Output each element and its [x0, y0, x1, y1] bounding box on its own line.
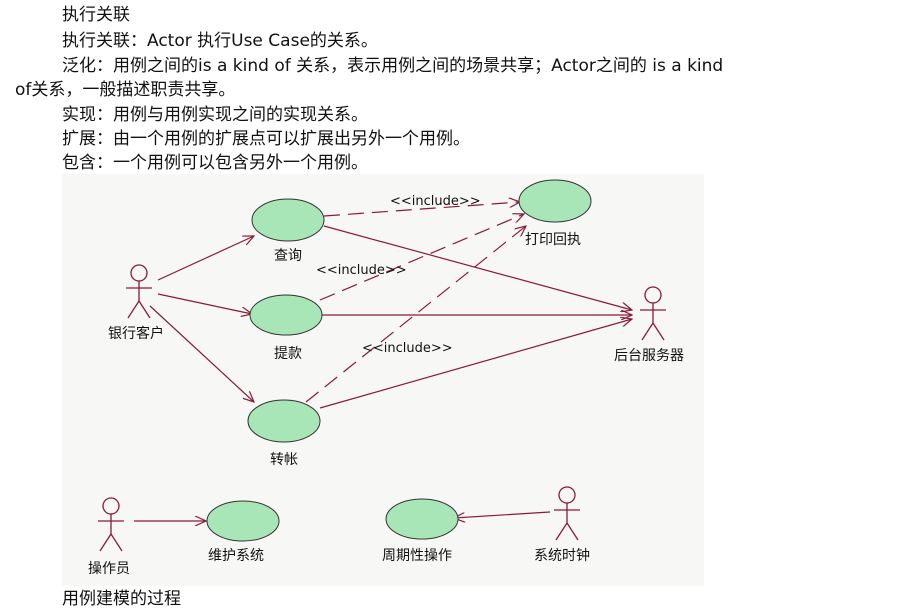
include-query-print [323, 202, 520, 217]
actor-operator [98, 497, 124, 552]
generalization-paragraph-line-1: 泛化：用例之间的is a kind of 关系，表示用例之间的场景共享；Acto… [62, 56, 724, 76]
use-case-print-receipt-label: 打印回执 [525, 231, 581, 248]
actor-system-clock [554, 486, 580, 541]
use-case-diagram: <<include>> <<include>> <<include>> 查询 提… [62, 174, 704, 586]
use-case-maintain-system-label: 维护系统 [208, 548, 264, 564]
use-case-query [251, 198, 325, 242]
assoc-customer-transfer [149, 305, 254, 402]
actor-backend-server [640, 286, 666, 341]
assoc-transfer-server [319, 319, 632, 409]
use-case-withdraw [249, 294, 323, 336]
include-transfer-print [305, 226, 526, 403]
extension-paragraph: 扩展：由一个用例的扩展点可以扩展出另外一个用例。 [62, 129, 470, 149]
use-case-print-receipt [518, 179, 592, 223]
use-case-maintain-system [206, 500, 280, 542]
use-case-transfer-label: 转帐 [270, 452, 298, 468]
actor-operator-label: 操作员 [88, 561, 130, 577]
assoc-customer-withdraw [157, 293, 252, 314]
include-label-1: <<include>> [390, 194, 481, 209]
generalization-paragraph-line-2: of关系，一般描述职责共享。 [15, 80, 236, 100]
actor-backend-server-label: 后台服务器 [614, 348, 684, 364]
include-label-2: <<include>> [316, 263, 407, 278]
include-label-3: <<include>> [362, 341, 453, 356]
assoc-query-server [323, 225, 632, 310]
assoc-clock-periodic [454, 511, 551, 518]
realization-paragraph: 实现：用例与用例实现之间的实现关系。 [62, 105, 368, 125]
footer-heading: 用例建模的过程 [62, 589, 181, 609]
use-case-withdraw-label: 提款 [274, 346, 302, 362]
actor-bank-customer-label: 银行客户 [108, 325, 164, 342]
include-withdraw-print [319, 214, 524, 301]
use-case-periodic-operation [385, 498, 459, 540]
actor-bank-customer [126, 264, 152, 319]
assoc-customer-query [157, 236, 254, 281]
use-case-diagram-canvas: <<include>> <<include>> <<include>> 查询 提… [88, 179, 684, 577]
use-case-periodic-operation-label: 周期性操作 [382, 548, 452, 564]
association-paragraph: 执行关联：Actor 执行Use Case的关系。 [62, 31, 378, 51]
use-case-transfer [247, 399, 321, 443]
heading: 执行关联 [62, 5, 130, 25]
use-case-query-label: 查询 [274, 248, 302, 264]
actor-system-clock-label: 系统时钟 [534, 547, 590, 564]
inclusion-paragraph: 包含：一个用例可以包含另外一个用例。 [62, 153, 368, 173]
